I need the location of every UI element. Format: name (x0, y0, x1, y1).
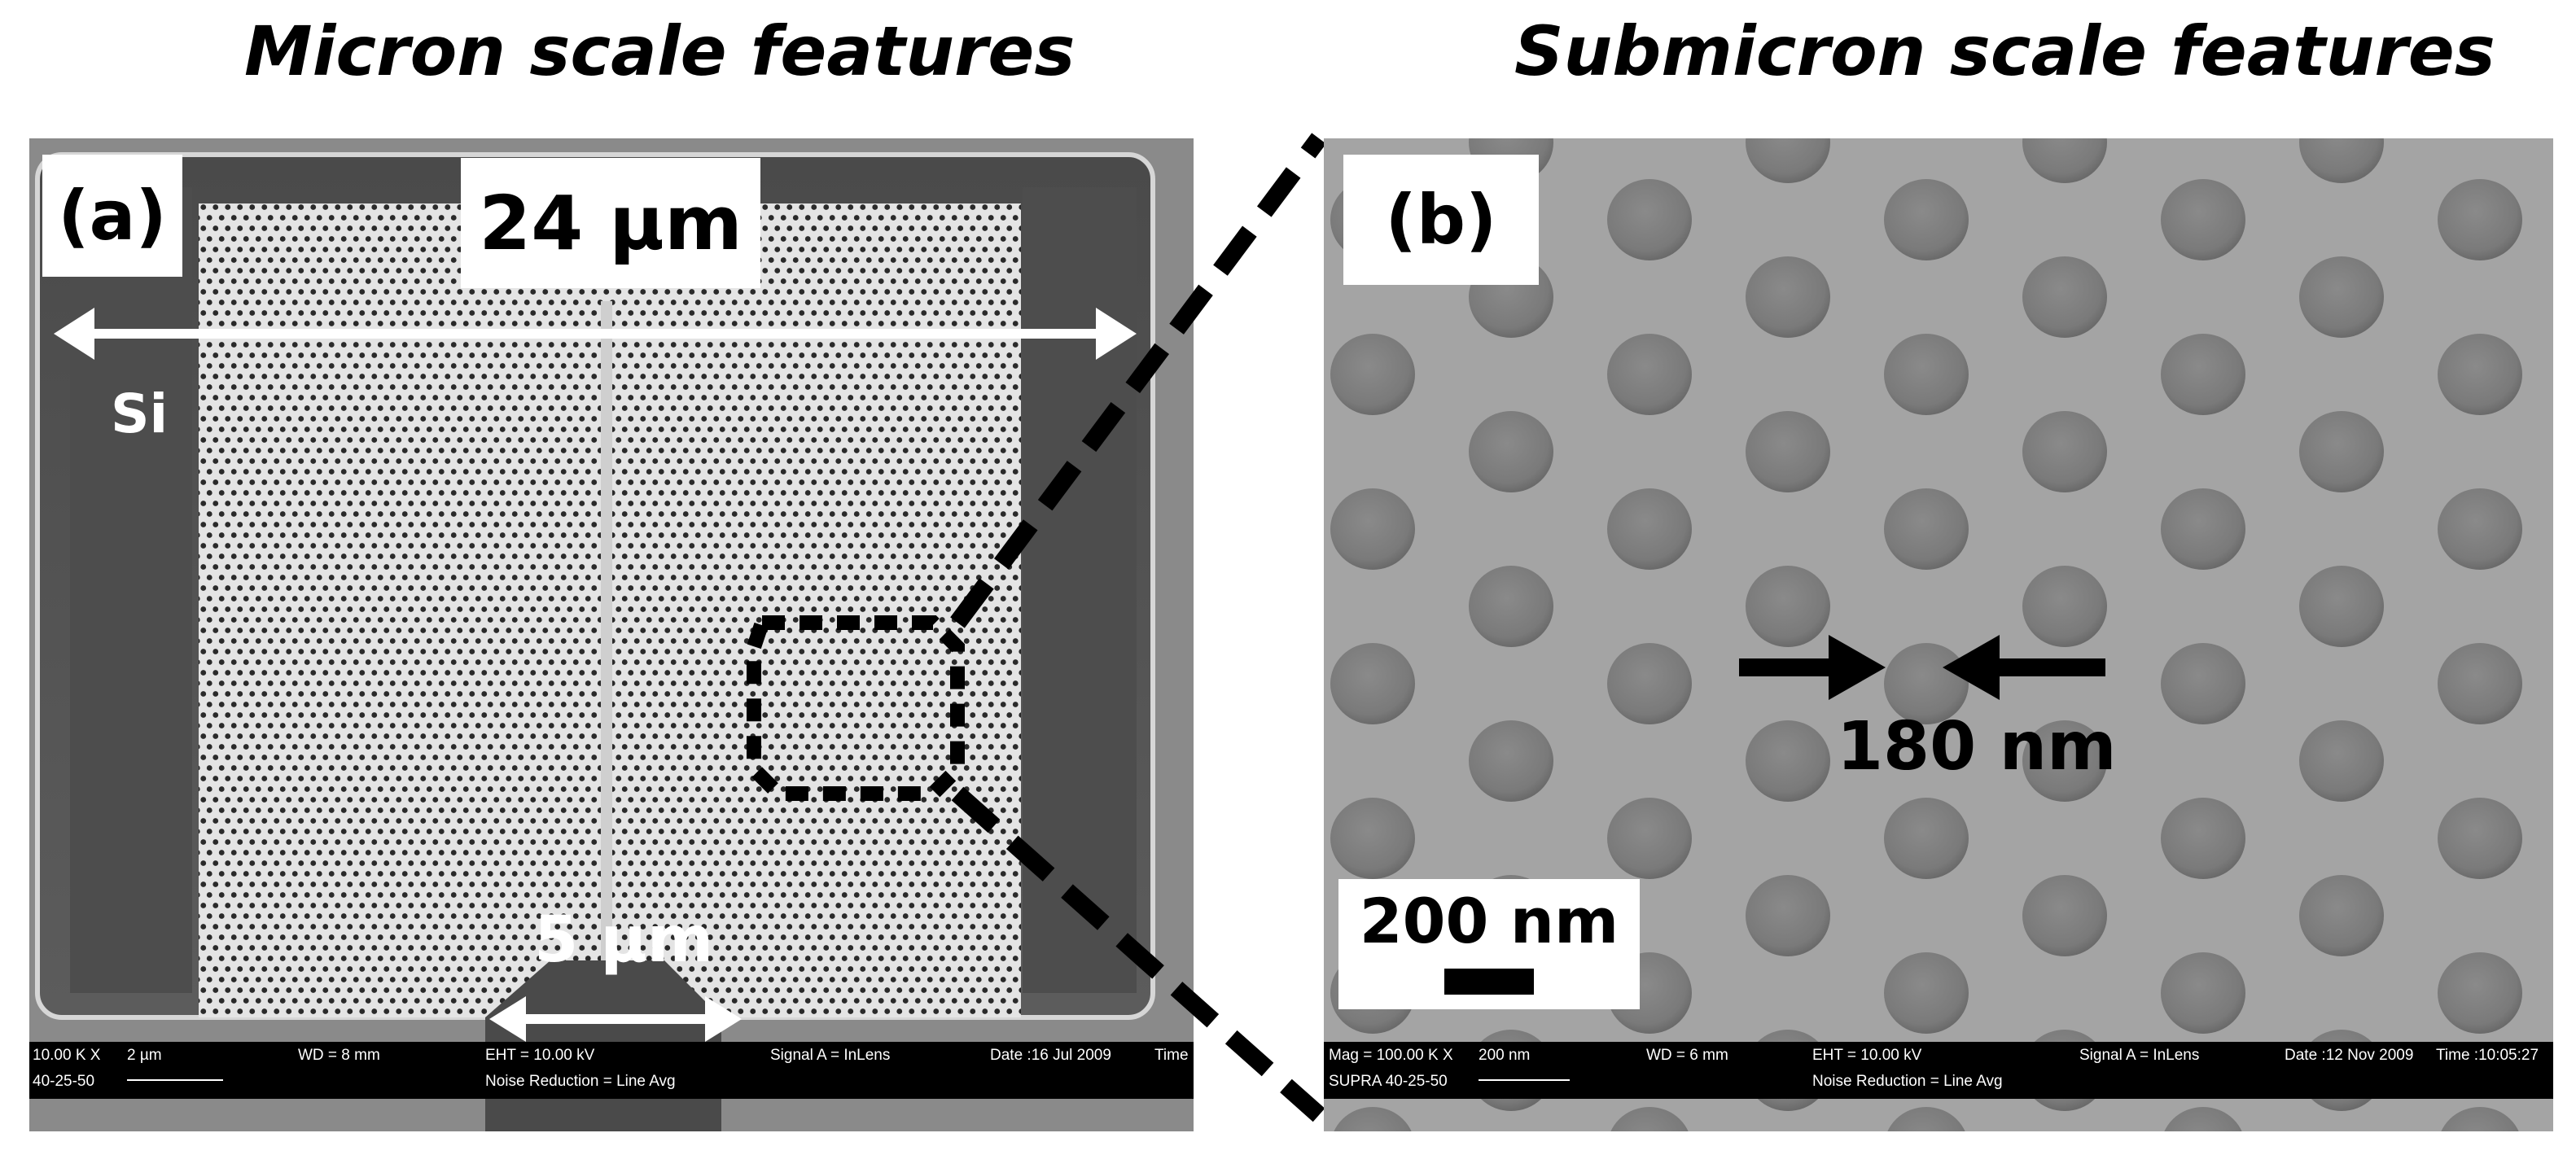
magnification: 10.00 K X (33, 1047, 101, 1064)
title-right: Submicron scale features (1514, 11, 2495, 91)
panel-a-label: (a) (42, 155, 182, 277)
working-distance: WD = 8 mm (298, 1047, 380, 1064)
panel-b-label: (b) (1343, 155, 1539, 285)
eht: EHT = 10.00 kV (485, 1047, 595, 1064)
eht: EHT = 10.00 kV (1812, 1047, 1922, 1064)
scale-bar-label: 200 nm (1359, 884, 1619, 957)
time: Time (1154, 1047, 1189, 1064)
scale-bar (1444, 969, 1534, 995)
diameter-label: 180 nm (1837, 708, 2117, 785)
panel-b-sem-image: (b) 180 nm 200 nm Mag = 100.00 K X 200 n… (1324, 138, 2553, 1131)
date: Date :12 Nov 2009 (2285, 1047, 2414, 1064)
signal: Signal A = InLens (770, 1047, 891, 1064)
scale-text: 2 µm (127, 1047, 162, 1064)
waveguide-line (601, 301, 612, 985)
date: Date :16 Jul 2009 (990, 1047, 1111, 1064)
waveguide-width-label: 5 µm (534, 903, 714, 977)
device-id: SUPRA 40-25-50 (1329, 1073, 1448, 1090)
time: Time :10:05:27 (2436, 1047, 2539, 1064)
device-id: 40-25-50 (33, 1073, 95, 1090)
scale-text: 200 nm (1479, 1047, 1531, 1064)
panel-a-info-bar: 10.00 K X 2 µm WD = 8 mm EHT = 10.00 kV … (29, 1042, 1194, 1099)
scale-bar-mini (1479, 1079, 1570, 1081)
noise-reduction: Noise Reduction = Line Avg (1812, 1073, 2003, 1090)
noise-reduction: Noise Reduction = Line Avg (485, 1073, 676, 1090)
panel-b-info-bar: Mag = 100.00 K X 200 nm WD = 6 mm EHT = … (1324, 1042, 2553, 1099)
width-label: 24 µm (461, 158, 760, 288)
scale-bar-mini (127, 1079, 223, 1081)
panel-a-sem-image: (a) 24 µm Si 5 µm 10.00 K X 2 µm WD = 8 … (29, 138, 1194, 1131)
magnification: Mag = 100.00 K X (1329, 1047, 1453, 1064)
signal: Signal A = InLens (2079, 1047, 2200, 1064)
working-distance: WD = 6 mm (1646, 1047, 1728, 1064)
scale-bar-box: 200 nm (1338, 879, 1640, 1009)
title-left: Micron scale features (244, 11, 1076, 91)
silicon-label: Si (111, 383, 169, 445)
